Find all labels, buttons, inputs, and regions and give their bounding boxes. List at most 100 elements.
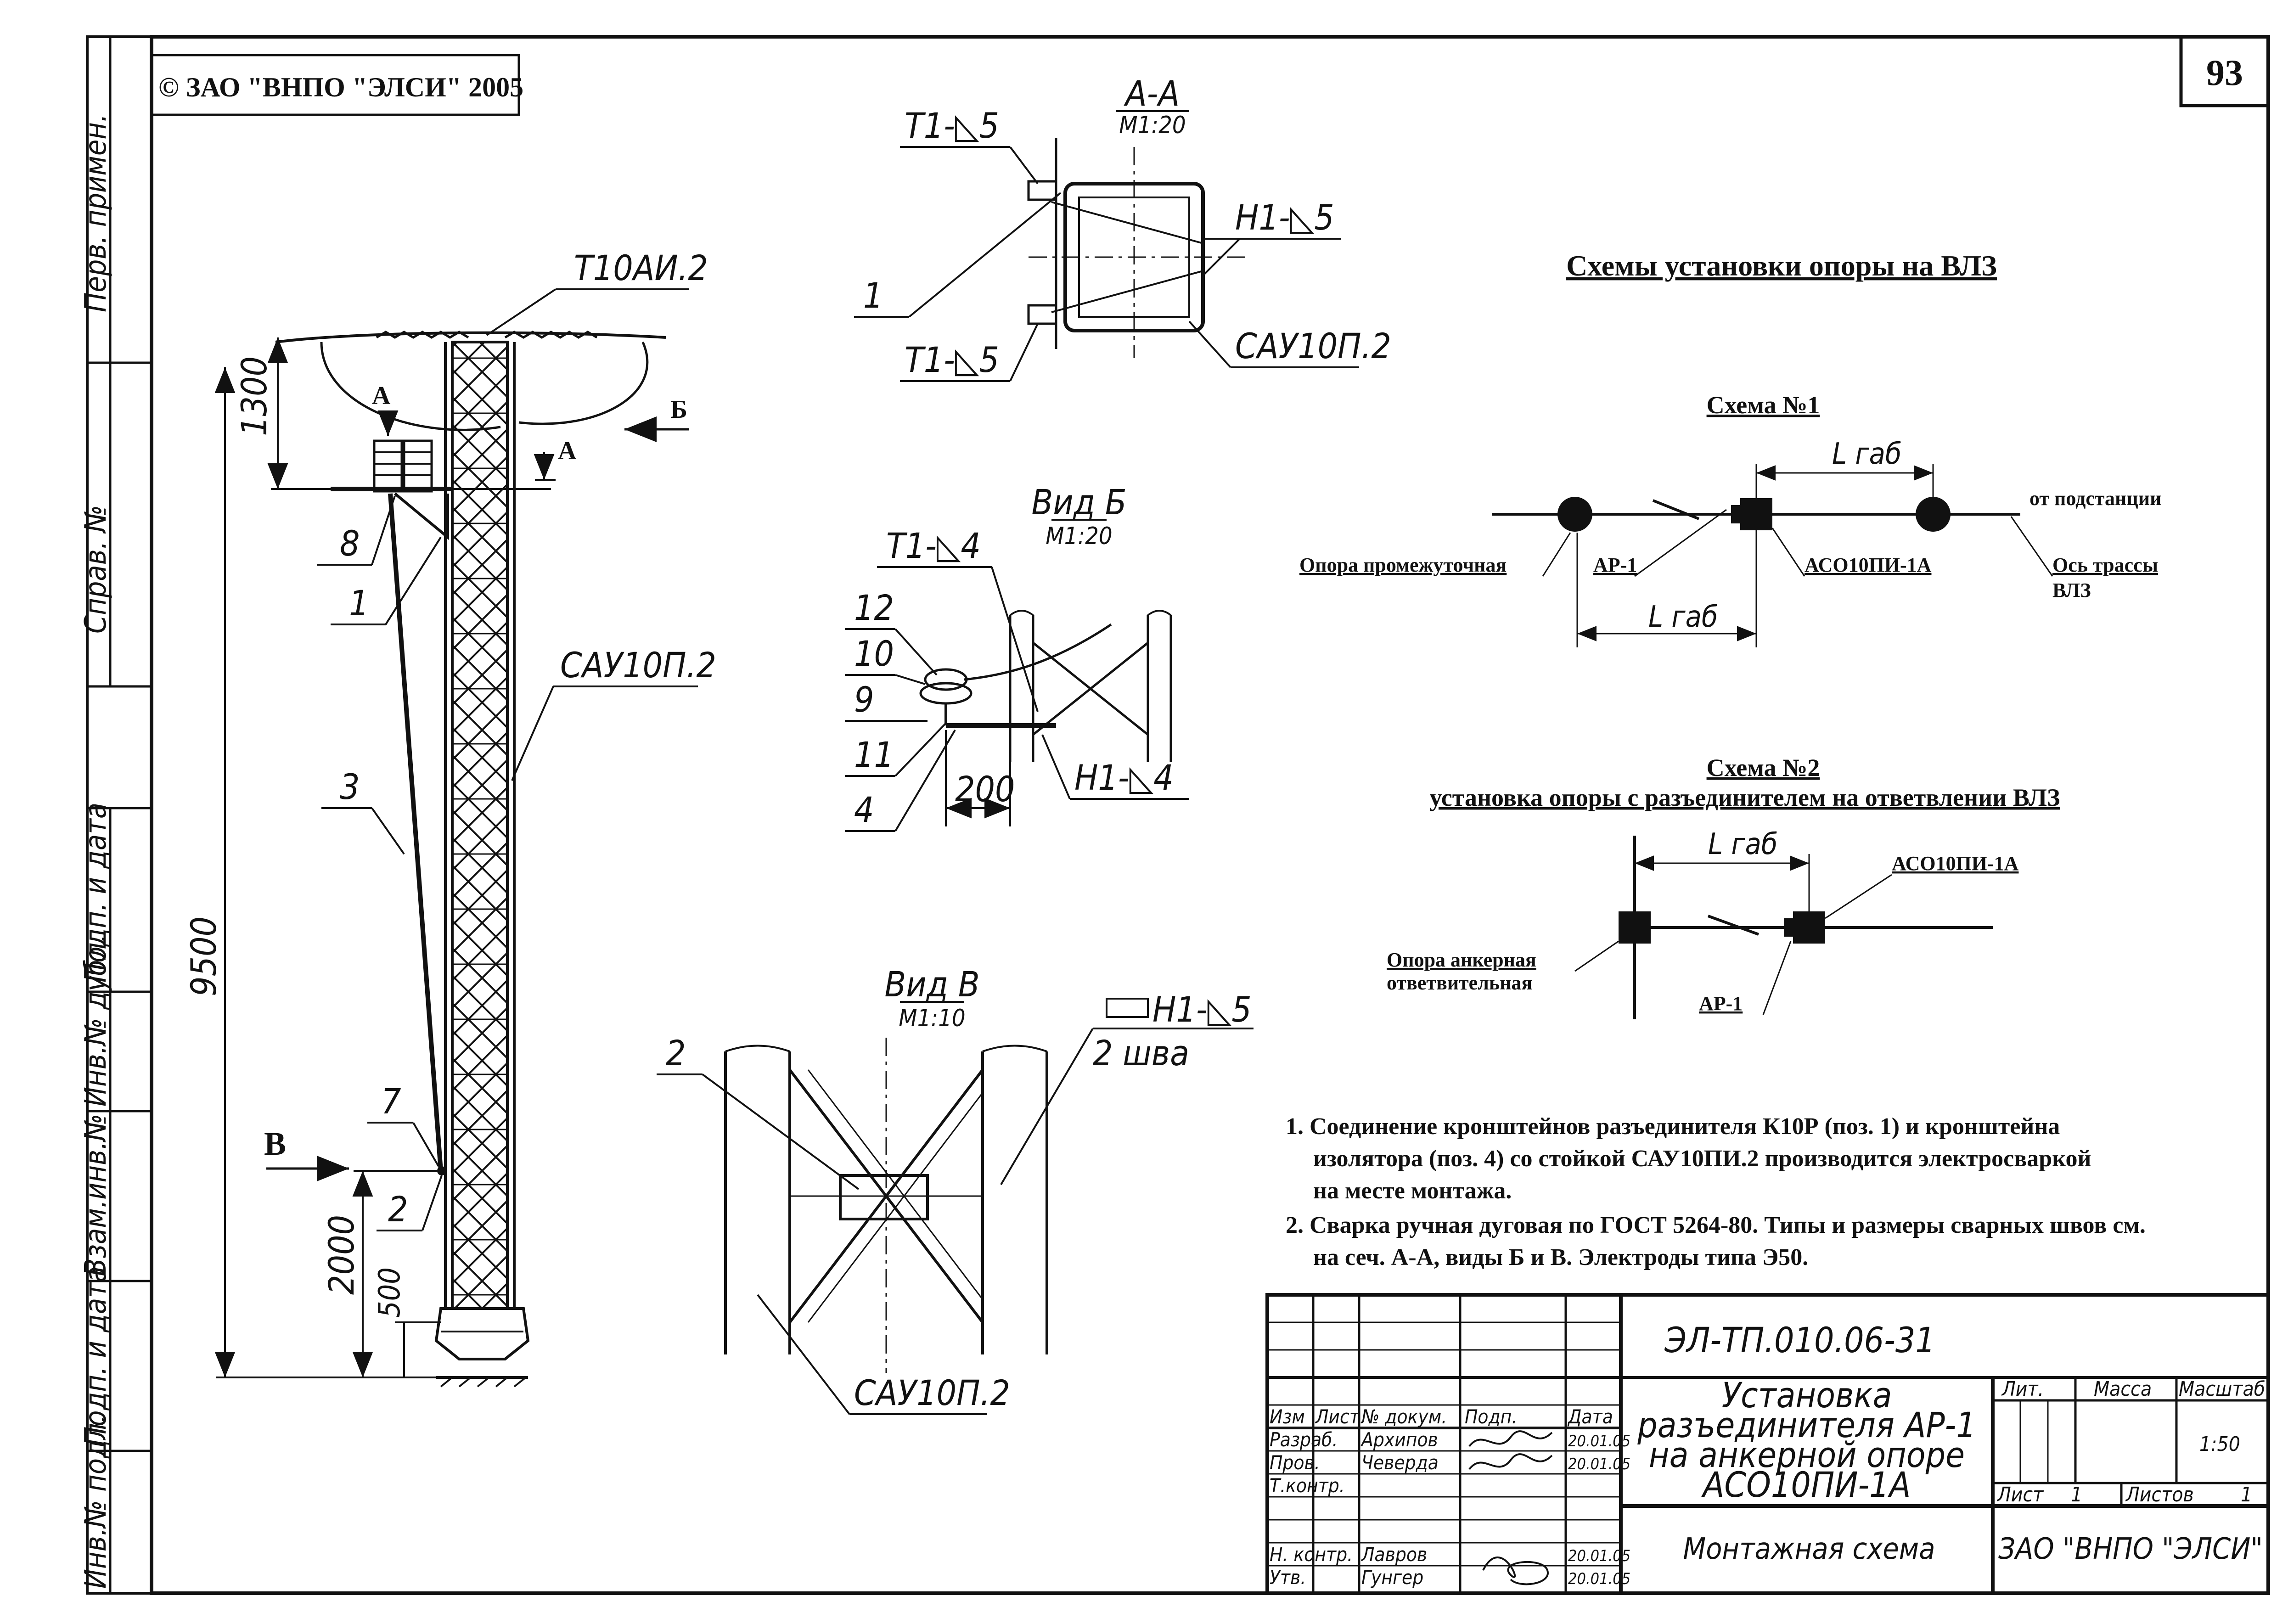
view-b-pos-9: 9: [854, 679, 874, 720]
aso-symbol-2: [1793, 911, 1825, 944]
title-line-3: на анкерной опоре: [1649, 1434, 1965, 1475]
dim-1300: 1300: [234, 356, 275, 436]
strip-podp-data-1: Подп. и дата: [79, 803, 113, 983]
view-v-arrow-label: В: [264, 1125, 286, 1162]
section-aa: А-А М1:20 Т1-◺5 Т1-◺5 1 Н1-◺5 САУ10П.2: [854, 73, 1391, 382]
dim-500: 500: [373, 1267, 407, 1318]
strip-inv-podl: Инв.№ подл.: [79, 1415, 113, 1589]
signature-razrab: [1468, 1430, 1553, 1447]
aa-weld-t1-bottom: Т1-◺5: [905, 339, 999, 380]
nkontr-name: Лавров: [1360, 1543, 1427, 1566]
view-v-title: Вид В: [884, 964, 979, 1005]
strip-sprav-no: Справ. №: [79, 505, 113, 634]
hdr-doc: № докум.: [1360, 1405, 1447, 1428]
section-a-mark-left: А: [372, 382, 391, 410]
hdr-izm: Изм: [1270, 1405, 1305, 1428]
aa-weld-h1: Н1-◺5: [1235, 197, 1334, 238]
scheme2-title: Схема №2: [1707, 754, 1820, 781]
scheme1-lgab-bottom: L габ: [1648, 600, 1718, 634]
signature-nkontr: [1482, 1557, 1549, 1585]
utv-date: 20.01.05: [1568, 1570, 1630, 1588]
note-1-line-3: на месте монтажа.: [1313, 1178, 1512, 1204]
scheme2-subtitle: установка опоры с разъединителем на отве…: [1429, 784, 2060, 811]
scale-value: 1:50: [2199, 1433, 2240, 1456]
pos-1: 1: [349, 583, 369, 624]
title-block: ЭЛ-ТП.010.06-31 Установка разъединителя …: [1265, 1293, 2270, 1595]
view-b-pos-12: 12: [854, 587, 894, 628]
view-b-pos-4: 4: [854, 789, 874, 830]
aa-post-label: САУ10П.2: [1235, 326, 1391, 366]
title-line-2: разъединителя АР-1: [1637, 1405, 1976, 1445]
schemes: Схемы установки опоры на ВЛЗ Схема №1 L …: [1299, 249, 2161, 1019]
view-v-scale: М1:10: [899, 1005, 965, 1032]
scheme1-axis-line1: Ось трассы: [2052, 554, 2158, 576]
view-v: Вид В М1:10 Н1-◺5 2 шва 2 САУ10П.2: [657, 964, 1254, 1415]
signature-prov: [1468, 1453, 1553, 1470]
copyright-text: © ЗАО "ВНПО "ЭЛСИ" 2005: [158, 72, 523, 102]
left-strip: Перв. примен. Справ. № Подп. и дата Инв.…: [79, 114, 113, 1589]
hdr-data: Дата: [1567, 1405, 1613, 1428]
scheme1-from-substation: от подстанции: [2029, 487, 2161, 510]
nkontr-date: 20.01.05: [1568, 1547, 1630, 1565]
anchor-support-symbol: [1619, 911, 1651, 944]
strip-vzam-inv: Взам.инв.№: [79, 1114, 113, 1276]
main-view: 1300 9500 2000 500 А А Б В Т10АИ.2 САУ10…: [183, 247, 716, 1388]
notes: 1. Соединение кронштейнов разъединителя …: [1286, 1113, 2146, 1270]
scheme1-intermediate-support: Опора промежуточная: [1299, 554, 1507, 576]
title-line-4: АСО10ПИ-1А: [1701, 1464, 1911, 1505]
note-2-line-2: на сеч. А-А, виды Б и В. Электроды типа …: [1313, 1244, 1808, 1270]
note-1-line-2: изолятора (поз. 4) со стойкой САУ10ПИ.2 …: [1313, 1146, 2091, 1172]
scheme2-aso: АСО10ПИ-1А: [1892, 852, 2019, 875]
dim-9500: 9500: [183, 916, 224, 996]
lbl-listov: Листов: [2125, 1483, 2194, 1506]
lbl-nkontr: Н. контр.: [1270, 1543, 1353, 1566]
lbl-prov: Пров.: [1270, 1451, 1320, 1474]
razrab-name: Архипов: [1360, 1428, 1438, 1451]
strip-podp-data-2: Подп. и дата: [79, 1266, 113, 1446]
view-b-dim-200: 200: [955, 769, 1015, 809]
section-a-mark-right: А: [558, 437, 577, 465]
hdr-podp: Подп.: [1465, 1405, 1517, 1428]
view-b-weld-t1: Т1-◺4: [886, 525, 981, 566]
listov-num: 1: [2241, 1483, 2252, 1506]
lbl-razrab: Разраб.: [1270, 1428, 1338, 1451]
rod-3: [388, 493, 443, 1171]
view-b-title: Вид Б: [1031, 482, 1126, 523]
view-b: Вид Б М1:20 200 Т1-◺4 Н1-◺4 12 10 9 11 4: [845, 482, 1189, 832]
lbl-tkontr: Т.контр.: [1270, 1474, 1345, 1497]
lbl-list: Лист: [1996, 1483, 2044, 1506]
doc-type: Монтажная схема: [1683, 1532, 1935, 1566]
strip-inv-dubl: Инв.№ дубл.: [79, 934, 113, 1107]
scheme2-anchor-line2: ответвительная: [1387, 972, 1532, 994]
hdr-massa: Масса: [2094, 1377, 2152, 1401]
note-2-line-1: 2. Сварка ручная дуговая по ГОСТ 5264-80…: [1286, 1212, 2146, 1238]
scheme2-ar1: АР-1: [1699, 992, 1743, 1015]
org-name: ЗАО "ВНПО "ЭЛСИ": [1998, 1532, 2263, 1566]
pos-3: 3: [340, 766, 360, 807]
section-aa-scale: М1:20: [1119, 112, 1186, 139]
intermediate-support-symbol: [1557, 497, 1592, 532]
dim-2000: 2000: [321, 1215, 362, 1295]
view-b-pos-11: 11: [854, 734, 894, 775]
lbl-utv: Утв.: [1270, 1566, 1306, 1589]
prov-name: Чеверда: [1361, 1451, 1439, 1474]
strip-perv-primen: Перв. примен.: [79, 114, 113, 312]
scheme1-ar1: АР-1: [1593, 554, 1637, 576]
schemes-heading: Схемы установки опоры на ВЛЗ: [1566, 249, 1997, 282]
aa-weld-t1-top: Т1-◺5: [905, 105, 999, 146]
title-line-1: Установка: [1721, 1375, 1892, 1416]
scheme1-aso: АСО10ПИ-1А: [1805, 554, 1932, 576]
view-v-weld: Н1-◺5: [1152, 989, 1252, 1030]
page-number: 93: [2206, 53, 2243, 93]
razrab-date: 20.01.05: [1568, 1432, 1630, 1450]
utv-name: Гунгер: [1361, 1566, 1423, 1589]
list-num: 1: [2071, 1483, 2082, 1506]
scheme2-anchor-line1: Опора анкерная: [1387, 949, 1536, 971]
scheme2-lgab: L габ: [1708, 827, 1777, 861]
view-v-post-label: САУ10П.2: [854, 1372, 1010, 1413]
doc-code: ЭЛ-ТП.010.06-31: [1664, 1320, 1935, 1360]
label-t10ai2: Т10АИ.2: [574, 247, 708, 288]
view-b-arrow-label: Б: [670, 395, 687, 424]
view-v-welds-count: 2 шва: [1093, 1033, 1189, 1073]
